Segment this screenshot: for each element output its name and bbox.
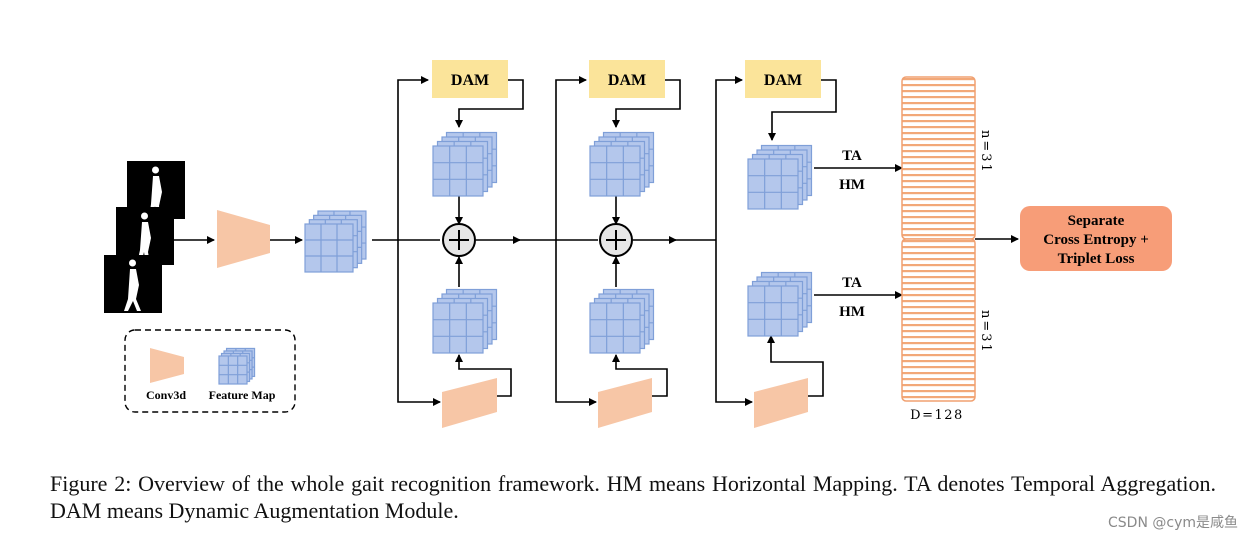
ta-label-bottom: TA [842, 275, 862, 291]
legend-conv-label: Conv3d [146, 388, 186, 402]
connection-lines [174, 76, 1019, 406]
dam-label-1: DAM [451, 72, 489, 89]
ta-label-top: TA [842, 148, 862, 164]
figure-caption: Figure 2: Overview of the whole gait rec… [50, 471, 1216, 523]
hm-label-top: HM [839, 177, 865, 193]
dam-box-1 [432, 60, 508, 98]
input-silhouettes [104, 161, 185, 313]
dam-label-3: DAM [764, 72, 802, 89]
d-label: D=128 [910, 408, 964, 423]
feature-map-block2-top [589, 131, 655, 197]
sum-node-1 [442, 223, 476, 257]
dam-label-2: DAM [608, 72, 646, 89]
feature-map-block2-bottom [589, 288, 655, 354]
conv3d-block2 [598, 378, 652, 428]
feature-map-input [304, 210, 367, 273]
legend: Conv3d Feature Map [124, 329, 296, 413]
dam-box-2 [589, 60, 665, 98]
output-line-2: Cross Entropy + [1043, 232, 1149, 248]
legend-box [124, 329, 296, 413]
sum-node-2 [599, 223, 633, 257]
feature-map-block1-top [432, 131, 498, 197]
feature-strip-bottom [901, 238, 976, 402]
dam-box-3 [745, 60, 821, 98]
conv3d-blocks [217, 210, 808, 428]
dam-boxes: DAM DAM DAM [432, 60, 821, 98]
conv3d-main [217, 210, 270, 268]
feature-maps [304, 131, 813, 354]
csdn-watermark: CSDN @cym是咸鱼 [1108, 515, 1238, 531]
conv3d-block1 [442, 378, 497, 428]
feature-strip-top [901, 76, 976, 240]
conv3d-block3 [754, 378, 808, 428]
feature-strips: n=31 n=31 D=128 [901, 76, 993, 423]
legend-feature-label: Feature Map [209, 388, 276, 402]
output-line-1: Separate [1068, 213, 1125, 229]
legend-conv-icon [150, 348, 184, 383]
n-label-top: n=31 [978, 130, 993, 174]
feature-map-block3-top [747, 144, 813, 210]
output-line-3: Triplet Loss [1058, 251, 1135, 267]
ta-hm-labels: TA HM TA HM [839, 148, 865, 320]
feature-map-block3-bottom [747, 271, 813, 337]
hm-label-bottom: HM [839, 304, 865, 320]
output-box: Separate Cross Entropy + Triplet Loss [1020, 206, 1172, 271]
sum-nodes [442, 223, 633, 257]
legend-feature-icon [218, 347, 256, 385]
n-label-bottom: n=31 [978, 310, 993, 354]
feature-map-block1-bottom [432, 288, 498, 354]
